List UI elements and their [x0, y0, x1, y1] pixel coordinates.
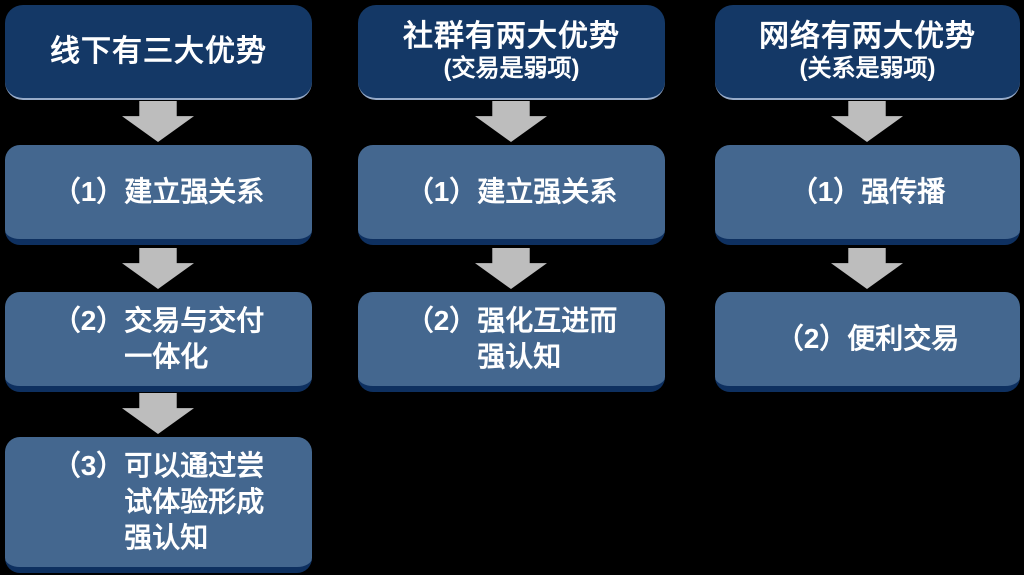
step-number: （2） [405, 304, 478, 336]
step-number: （2） [775, 322, 848, 354]
header-box-offline: 线下有三大优势 [5, 5, 312, 100]
step-box-community-1: （1）建立强关系 [358, 145, 665, 245]
step-box-network-2: （2）便利交易 [715, 292, 1020, 392]
down-arrow-icon [122, 393, 194, 434]
step-text: 便利交易 [847, 322, 960, 354]
step-box-offline-2: （2）交易与交付 一体化 [5, 292, 312, 392]
down-arrow-icon [475, 248, 547, 289]
step-number: （1） [52, 175, 125, 207]
down-arrow-icon [122, 101, 194, 142]
step-box-network-1: （1）强传播 [715, 145, 1020, 245]
step-number: （2） [52, 304, 125, 336]
step-text: 可以通过尝 试体验形成 强认知 [124, 449, 265, 554]
header-box-community: 社群有两大优势 (交易是弱项) [358, 5, 665, 100]
down-arrow-icon [475, 101, 547, 142]
step-box-offline-1: （1）建立强关系 [5, 145, 312, 245]
header-subtitle: (交易是弱项) [443, 55, 580, 83]
header-title: 线下有三大优势 [50, 34, 267, 68]
header-subtitle: (关系是弱项) [799, 55, 936, 83]
down-arrow-icon [831, 101, 903, 142]
step-number: （3） [52, 449, 125, 481]
header-box-network: 网络有两大优势 (关系是弱项) [715, 5, 1020, 100]
header-title: 社群有两大优势 [403, 20, 620, 54]
step-text: 强化互进而 强认知 [477, 304, 618, 372]
step-text: 交易与交付 一体化 [124, 304, 265, 372]
step-number: （1） [405, 175, 478, 207]
step-number: （1） [789, 175, 862, 207]
down-arrow-icon [831, 248, 903, 289]
step-box-community-2: （2）强化互进而 强认知 [358, 292, 665, 392]
step-text: 建立强关系 [477, 175, 618, 207]
down-arrow-icon [122, 248, 194, 289]
header-title: 网络有两大优势 [759, 20, 976, 54]
step-text: 强传播 [861, 175, 946, 207]
step-text: 建立强关系 [124, 175, 265, 207]
step-box-offline-3: （3）可以通过尝 试体验形成 强认知 [5, 437, 312, 573]
